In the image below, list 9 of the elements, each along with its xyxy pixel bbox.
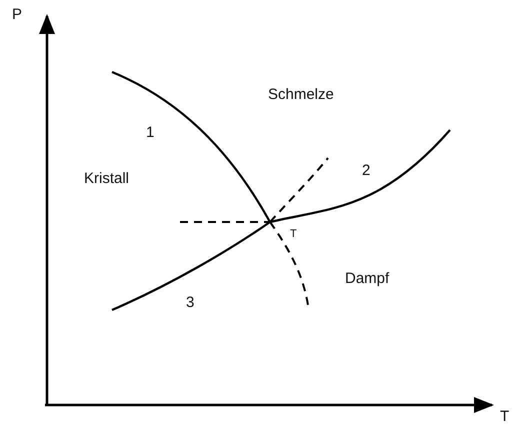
curve-number: 1 [146, 124, 154, 141]
axis-label: P [12, 6, 22, 23]
axis-label: T [500, 408, 510, 425]
region-label: Schmelze [268, 86, 334, 103]
curve-number: 3 [186, 294, 194, 311]
region-label: Kristall [84, 170, 130, 187]
point-label: T [290, 228, 297, 240]
curve-number: 2 [362, 162, 370, 179]
region-label: Dampf [345, 270, 390, 287]
